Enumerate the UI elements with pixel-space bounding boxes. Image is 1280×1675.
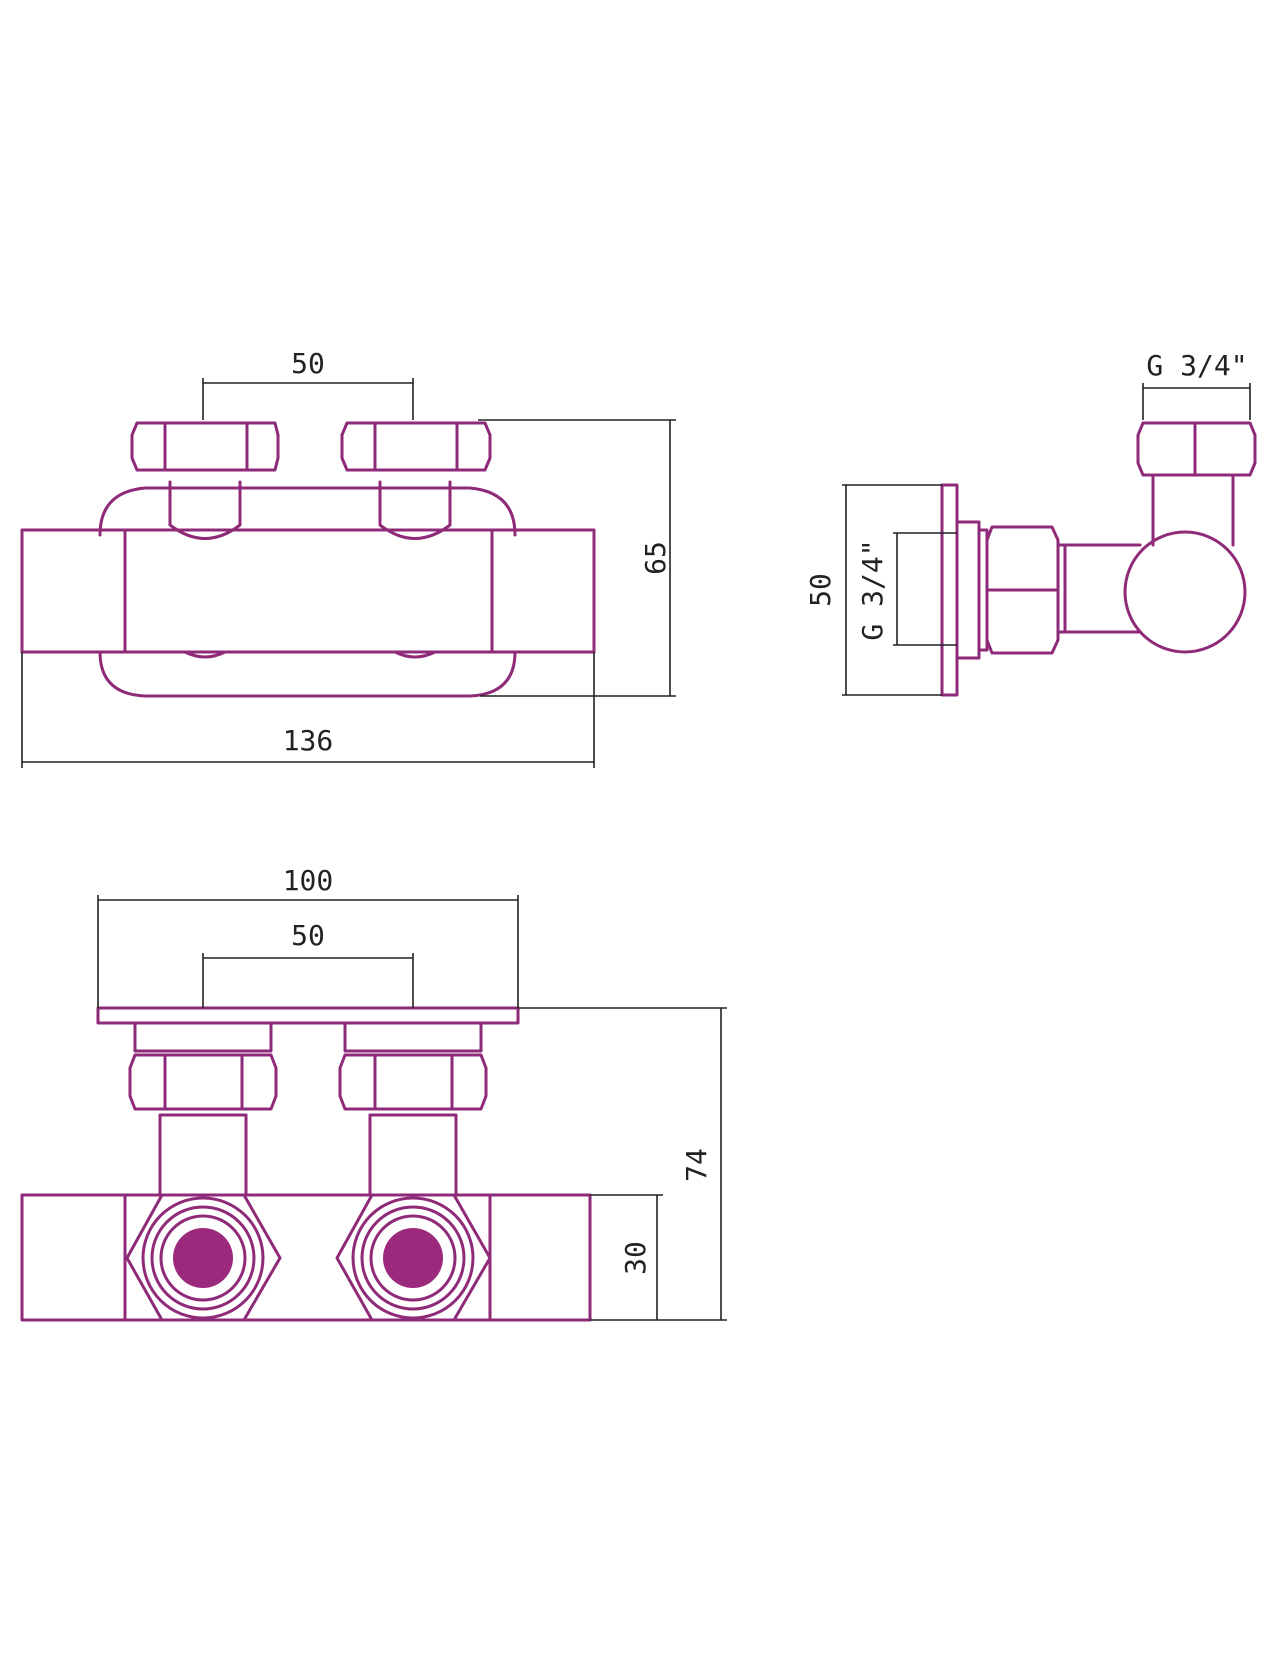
front-dim-body-height: 30 xyxy=(590,1194,663,1320)
top-dim-overall-length-label: 136 xyxy=(283,724,334,757)
port-hole-left xyxy=(173,1228,233,1288)
front-dim-body-height-label: 30 xyxy=(619,1241,652,1275)
top-dim-valve-spacing: 50 xyxy=(202,347,414,420)
top-view: 50 65 136 xyxy=(20,347,676,768)
side-dim-thread-top: G 3/4" xyxy=(1142,349,1251,420)
front-dim-plate-width-label: 100 xyxy=(283,864,334,897)
top-dim-valve-spacing-label: 50 xyxy=(291,347,325,380)
port-hole-right xyxy=(383,1228,443,1288)
front-dim-valve-spacing: 50 xyxy=(202,919,414,1008)
front-view-body xyxy=(20,1006,592,1322)
front-dim-valve-spacing-label: 50 xyxy=(291,919,325,952)
side-dim-thread-side: G 3/4" xyxy=(856,532,957,646)
side-dim-flange-height-label: 50 xyxy=(804,573,837,607)
side-view-body xyxy=(940,421,1257,697)
side-dim-thread-top-label: G 3/4" xyxy=(1146,349,1247,382)
side-dim-flange-height: 50 xyxy=(804,484,942,696)
side-dim-thread-side-label: G 3/4" xyxy=(856,539,889,640)
front-view: 100 50 74 30 xyxy=(20,864,727,1322)
top-dim-height-label: 65 xyxy=(639,541,672,575)
top-dim-height: 65 xyxy=(478,419,676,697)
top-dim-overall-length: 136 xyxy=(21,652,595,768)
front-dim-plate-width: 100 xyxy=(97,864,519,1008)
side-view: G 3/4" 50 G 3/4" xyxy=(804,349,1257,697)
top-view-body xyxy=(20,421,596,698)
front-dim-overall-height-label: 74 xyxy=(680,1148,713,1182)
front-dim-overall-height: 74 xyxy=(518,1007,727,1321)
